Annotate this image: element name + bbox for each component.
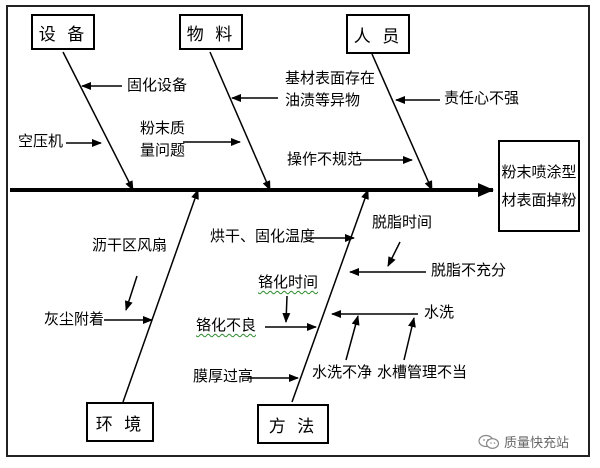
cause-powder-quality: 粉末质 量问题 [140, 119, 186, 159]
category-equipment: 设 备 [31, 14, 95, 50]
cause-washing: 水洗 [424, 303, 455, 321]
cause-drying-zone-fan: 沥干区风扇 [92, 236, 168, 254]
cause-unclean-washing: 水洗不净 [312, 363, 373, 381]
bone-equipment [62, 51, 134, 191]
arrow-drying-zone-fan [124, 275, 138, 311]
effect-box: 粉末喷涂型 材表面掉粉 [498, 140, 580, 232]
cause-substrate-oil: 基材表面存在 油渍等异物 [285, 69, 376, 109]
category-material: 物 料 [179, 14, 243, 50]
arrow-chromating-time [282, 295, 291, 323]
cause-poor-chromating: 铬化不良 [196, 316, 257, 334]
arrow-unclean-washing [345, 315, 360, 361]
effect-line-1: 粉末喷涂型 [501, 162, 577, 181]
watermark-text: 质量快充站 [504, 436, 570, 451]
cause-degreasing-time: 脱脂时间 [372, 213, 433, 231]
wechat-icon [478, 434, 500, 449]
category-method: 方 法 [257, 404, 329, 444]
cause-chromating-time: 铬化时间 [258, 273, 319, 291]
cause-weak-responsibility: 责任心不强 [444, 89, 520, 107]
cause-air-compressor: 空压机 [18, 132, 64, 150]
cause-incomplete-degreasing: 脱脂不充分 [431, 261, 507, 279]
bone-material [209, 51, 271, 191]
cause-improper-operation: 操作不规范 [287, 150, 363, 168]
bone-method [291, 189, 369, 403]
cause-dust-adhesion: 灰尘附着 [44, 310, 105, 328]
cause-tank-mismanagement: 水槽管理不当 [377, 363, 468, 381]
category-environment: 环 境 [86, 402, 154, 442]
arrow-degreasing-time [387, 241, 401, 267]
arrow-tank-mismanagement [403, 317, 416, 361]
cause-curing-equipment: 固化设备 [127, 76, 188, 94]
bone-personnel [371, 53, 433, 191]
bone-environment [122, 189, 199, 403]
cause-drying-curing-temp: 烘干、固化温度 [210, 227, 316, 245]
category-personnel: 人 员 [346, 14, 410, 54]
watermark: 质量快充站 [478, 432, 569, 451]
diagram-frame [6, 5, 590, 457]
cause-film-too-thick: 膜厚过高 [193, 367, 254, 385]
effect-line-2: 材表面掉粉 [501, 191, 577, 209]
